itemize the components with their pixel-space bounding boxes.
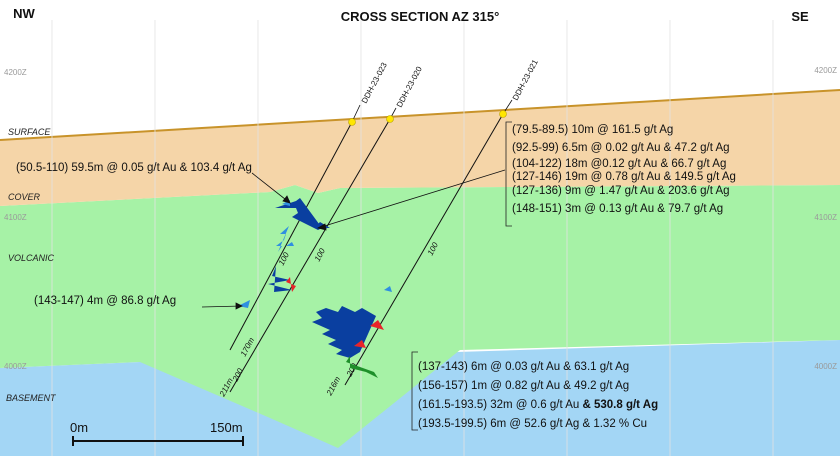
collar-marker-023 [348,118,356,126]
vertical-grid [51,20,774,456]
annotation-right-2: (92.5-99) 6.5m @ 0.02 g/t Au & 47.2 g/t … [512,142,730,154]
annotation-bottom-3-bold: & 530.8 g/t Ag [582,399,658,411]
annotation-bottom-2: (156-157) 1m @ 0.82 g/t Au & 49.2 g/t Ag [418,380,629,392]
scale-bar [72,436,244,446]
drillhole-trace-023 [229,121,353,351]
cover-layer [0,90,840,206]
layer-label-surface: SURFACE [8,127,51,137]
annotation-bottom-3: (161.5-193.5) 32m @ 0.6 g/t Au & 530.8 g… [418,399,658,411]
elevation-label-4100-left: 4100Z [4,213,27,222]
corner-label-se: SE [791,9,809,24]
layer-label-cover: COVER [8,192,41,202]
section-title: CROSS SECTION AZ 315° [341,9,500,24]
annotation-left-top: (50.5-110) 59.5m @ 0.05 g/t Au & 103.4 g… [16,162,252,174]
annotation-right-4: (127-146) 19m @ 0.78 g/t Au & 149.5 g/t … [512,171,736,183]
annotation-bottom-3-normal: (161.5-193.5) 32m @ 0.6 g/t Au [418,399,582,411]
assay-histogram-023 [238,198,322,308]
layer-label-volcanic: VOLCANIC [8,253,55,263]
surface-line [0,89,840,141]
assay-histogram-021 [312,286,392,378]
layer-label-basement: BASEMENT [6,393,57,403]
collar-marker-021 [499,110,507,118]
elevation-label-4100-right: 4100Z [814,213,837,222]
annotation-right-1: (79.5-89.5) 10m @ 161.5 g/t Ag [512,124,673,136]
elevation-label-4200-right: 4200Z [814,66,837,75]
annotation-right-3: (104-122) 18m @0.12 g/t Au & 66.7 g/t Ag [512,158,726,170]
annotation-bottom-1: (137-143) 6m @ 0.03 g/t Au & 63.1 g/t Ag [418,361,629,373]
scale-bar-start-label: 0m [70,420,88,435]
corner-label-nw: NW [13,6,35,21]
annotation-right-5: (127-136) 9m @ 1.47 g/t Au & 203.6 g/t A… [512,185,730,197]
volcanic-layer [0,185,840,448]
annotation-arrows [201,169,506,310]
elevation-label-4200-left: 4200Z [4,68,27,77]
drillhole-label-023: DDH-23-023 [360,61,389,105]
annotation-bracket-bottom [411,351,418,431]
collar-marker-020 [386,115,394,123]
drillhole-label-021: DDH-23-021 [511,58,540,102]
elevation-label-4000-right: 4000Z [814,362,837,371]
assay-histogram-020 [286,222,330,246]
annotation-bracket-top [505,121,512,227]
annotation-right-6: (148-151) 3m @ 0.13 g/t Au & 79.7 g/t Ag [512,203,723,215]
drillhole-trace-021 [344,113,504,386]
scale-bar-end-label: 150m [210,420,243,435]
annotation-bottom-4: (193.5-199.5) 6m @ 52.6 g/t Ag & 1.32 % … [418,418,647,430]
drillhole-label-020: DDH-23-020 [395,65,424,109]
elevation-label-4000-left: 4000Z [4,362,27,371]
annotation-left-mid: (143-147) 4m @ 86.8 g/t Ag [34,295,176,307]
drillhole-trace-020 [229,118,391,393]
